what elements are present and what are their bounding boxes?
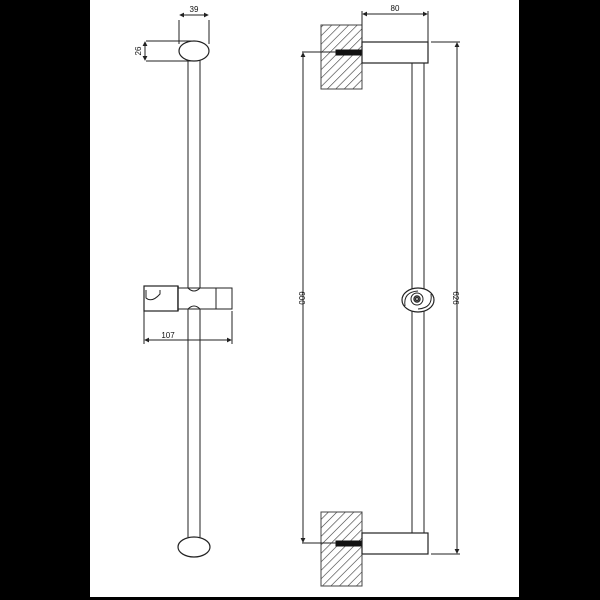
dimension-overall-length	[431, 41, 460, 555]
wall-bracket-bottom	[361, 532, 429, 555]
slider-holder	[143, 285, 233, 312]
wall-section-top	[320, 24, 363, 90]
wall-bracket-top	[361, 41, 429, 64]
label-cap-height: 26	[134, 46, 143, 55]
wall-section-bottom	[320, 511, 363, 587]
front-view	[142, 12, 233, 558]
dimension-slider-width	[143, 311, 233, 344]
side-view	[300, 11, 460, 587]
label-projection: 80	[391, 4, 400, 13]
label-slider-width: 107	[161, 331, 175, 340]
dimension-cap-height	[142, 40, 194, 62]
top-end-cap	[178, 40, 210, 62]
label-overall-length: 626	[451, 291, 460, 305]
dimension-projection	[361, 11, 429, 42]
slider-holder-side	[401, 287, 435, 313]
dimension-bracket-spacing	[300, 51, 336, 544]
label-cap-width: 39	[190, 5, 199, 14]
dimension-cap-width	[178, 12, 210, 44]
label-bracket-spacing: 600	[297, 291, 306, 305]
bottom-end-cap	[177, 536, 211, 558]
